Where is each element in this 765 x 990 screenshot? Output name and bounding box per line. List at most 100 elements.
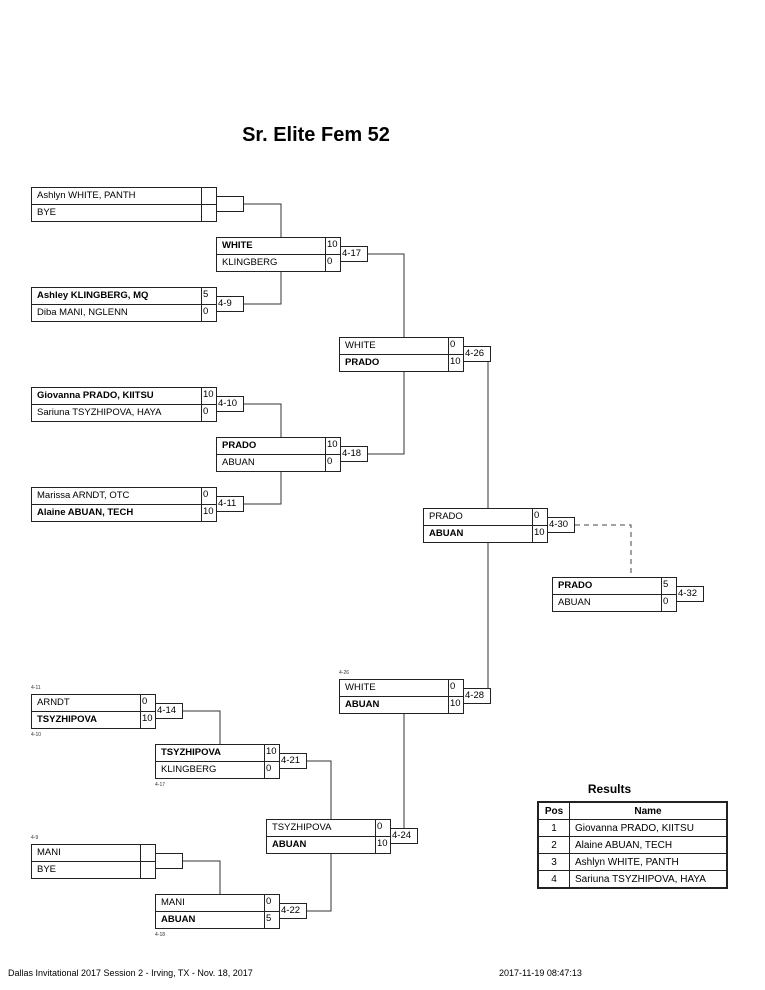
competitor-score: 0 bbox=[264, 762, 279, 779]
match-number-label: 4-26 bbox=[463, 346, 491, 362]
competitor-name: WHITE bbox=[345, 340, 376, 351]
competitor-score: 0 bbox=[201, 305, 216, 322]
competitor-score: 0 bbox=[325, 255, 340, 272]
competitor-name: ABUAN bbox=[222, 457, 255, 468]
match-number-label: 4-17 bbox=[340, 246, 368, 262]
source-match-label: 4-17 bbox=[155, 782, 166, 788]
competitor-row-bottom: BYE bbox=[32, 205, 216, 222]
competitor-name: BYE bbox=[37, 864, 57, 875]
results-header-pos: Pos bbox=[537, 801, 570, 820]
competitor-row-top: MANI bbox=[32, 845, 155, 862]
competitor-name: ABUAN bbox=[272, 839, 307, 850]
match-number-label: 4-10 bbox=[216, 396, 244, 412]
match-box: Ashlyn WHITE, PANTH BYE bbox=[31, 187, 217, 222]
competitor-score: 10 bbox=[325, 238, 340, 255]
match-number-label bbox=[216, 196, 244, 212]
competitor-name: WHITE bbox=[222, 240, 253, 251]
competitor-score: 5 bbox=[661, 578, 676, 595]
competitor-name: TSYZHIPOVA bbox=[161, 747, 221, 758]
competitor-score: 0 bbox=[661, 595, 676, 612]
competitor-name: ABUAN bbox=[345, 699, 380, 710]
connector-line bbox=[244, 203, 282, 237]
connector-line bbox=[403, 714, 418, 837]
competitor-name: Ashlyn WHITE, PANTH bbox=[37, 190, 136, 201]
competitor-row-bottom: ABUAN 10 bbox=[267, 837, 390, 854]
competitor-score: 10 bbox=[448, 355, 463, 372]
competitor-score: 0 bbox=[264, 895, 279, 912]
connector-line bbox=[183, 860, 221, 894]
connector-line bbox=[244, 472, 282, 505]
match-number-label: 4-21 bbox=[279, 753, 307, 769]
competitor-name: ABUAN bbox=[161, 914, 196, 925]
competitor-score: 10 bbox=[201, 388, 216, 405]
competitor-row-top: ARNDT 0 bbox=[32, 695, 155, 712]
competitor-score: 0 bbox=[140, 695, 155, 712]
results-row: 2 Alaine ABUAN, TECH bbox=[537, 836, 728, 854]
competitor-name: KLINGBERG bbox=[222, 257, 278, 268]
competitor-row-top: PRADO 5 bbox=[553, 578, 676, 595]
results-pos: 1 bbox=[537, 819, 570, 837]
competitor-name: PRADO bbox=[558, 580, 593, 591]
competitor-name: PRADO bbox=[429, 511, 463, 522]
results-header-row: Pos Name bbox=[537, 801, 728, 820]
results-header-name: Name bbox=[569, 801, 728, 820]
match-number-label: 4-9 bbox=[216, 296, 244, 312]
match-number-label: 4-22 bbox=[279, 903, 307, 919]
connector-line bbox=[307, 854, 332, 912]
competitor-row-bottom: PRADO 10 bbox=[340, 355, 463, 372]
competitor-score bbox=[140, 862, 155, 879]
results-name: Sariuna TSYZHIPOVA, HAYA bbox=[569, 870, 728, 889]
source-match-label: 4-18 bbox=[155, 932, 166, 938]
match-number-label: 4-11 bbox=[216, 496, 244, 512]
match-number-label: 4-32 bbox=[676, 586, 704, 602]
results-row: 1 Giovanna PRADO, KIITSU bbox=[537, 819, 728, 837]
results-row: 4 Sariuna TSYZHIPOVA, HAYA bbox=[537, 870, 728, 889]
competitor-score: 10 bbox=[375, 837, 390, 854]
connector-line bbox=[368, 372, 405, 455]
results-name: Ashlyn WHITE, PANTH bbox=[569, 853, 728, 871]
competitor-score: 5 bbox=[201, 288, 216, 305]
connector-line bbox=[183, 710, 221, 744]
competitor-name: TSYZHIPOVA bbox=[37, 714, 97, 725]
competitor-name: Marissa ARNDT, OTC bbox=[37, 490, 130, 501]
competitor-score: 0 bbox=[201, 488, 216, 505]
footer-timestamp: 2017-11-19 08:47:13 bbox=[499, 968, 582, 978]
competitor-score bbox=[140, 845, 155, 862]
competitor-name: WHITE bbox=[345, 682, 376, 693]
competitor-name: Diba MANI, NGLENN bbox=[37, 307, 128, 318]
connector-line bbox=[368, 253, 405, 337]
connector-line bbox=[244, 403, 282, 437]
match-number-label: 4-18 bbox=[340, 446, 368, 462]
results-name: Alaine ABUAN, TECH bbox=[569, 836, 728, 854]
match-number-label: 4-28 bbox=[463, 688, 491, 704]
competitor-row-top: Marissa ARNDT, OTC 0 bbox=[32, 488, 216, 505]
competitor-name: BYE bbox=[37, 207, 57, 218]
competitor-score: 5 bbox=[264, 912, 279, 929]
competitor-name: ARNDT bbox=[37, 697, 70, 708]
competitor-score: 0 bbox=[201, 405, 216, 422]
source-match-label: 4-11 bbox=[31, 685, 41, 691]
results-row: 3 Ashlyn WHITE, PANTH bbox=[537, 853, 728, 871]
competitor-name: MANI bbox=[37, 847, 61, 858]
competitor-name: PRADO bbox=[345, 357, 380, 368]
competitor-score: 0 bbox=[448, 338, 463, 355]
competitor-score bbox=[201, 205, 216, 222]
